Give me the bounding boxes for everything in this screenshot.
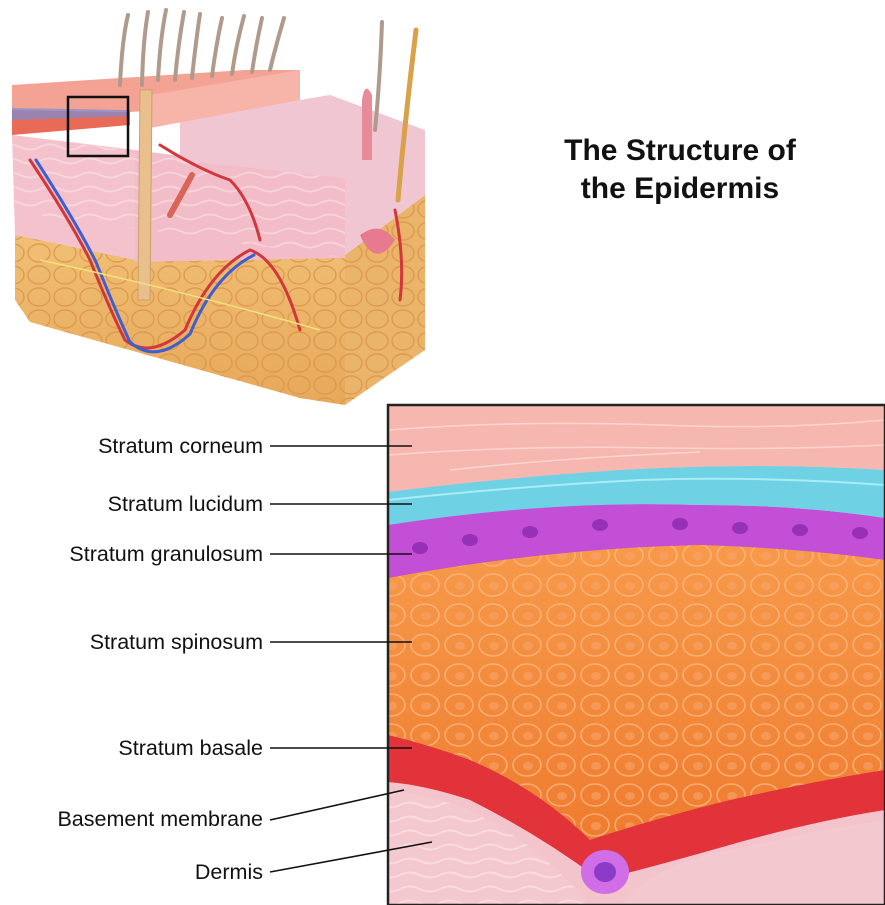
label-dermis: Dermis [195, 859, 263, 885]
diagram-title: The Structure of the Epidermis [520, 132, 840, 208]
epidermis-detail-panel [388, 405, 885, 905]
label-stratum-granulosum: Stratum granulosum [69, 541, 263, 567]
label-stratum-corneum: Stratum corneum [98, 433, 263, 459]
title-line-1: The Structure of [520, 132, 840, 170]
label-basement-membrane: Basement membrane [57, 806, 263, 832]
skin-block-illustration [12, 10, 425, 405]
label-stratum-basale: Stratum basale [118, 735, 263, 761]
label-stratum-spinosum: Stratum spinosum [90, 629, 263, 655]
title-line-2: the Epidermis [520, 170, 840, 208]
leader-line-basement [270, 790, 404, 820]
label-stratum-lucidum: Stratum lucidum [108, 491, 263, 517]
